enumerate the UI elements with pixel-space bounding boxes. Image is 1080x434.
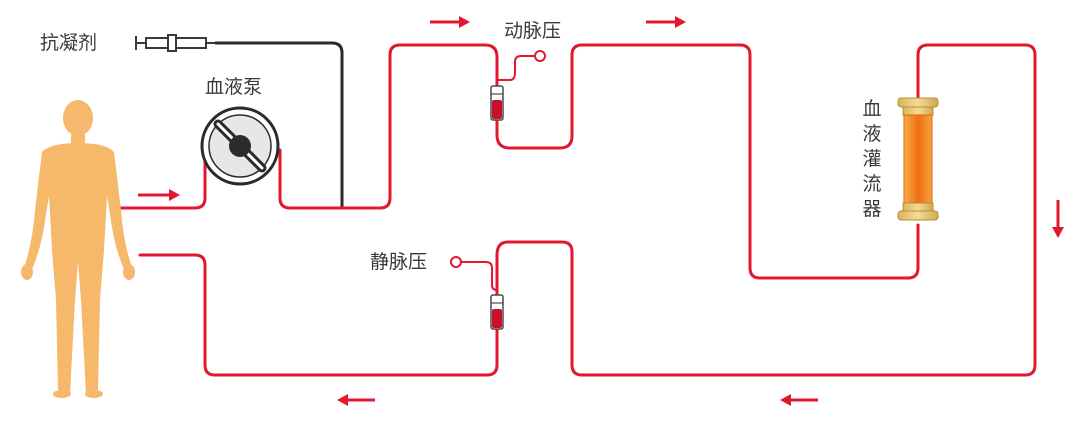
- venous-pressure-label: 静脉压: [370, 251, 428, 273]
- arrow-right-icon: [646, 16, 686, 28]
- arterial-pressure-label: 动脉压: [504, 20, 562, 42]
- arrow-down-icon: [1052, 200, 1064, 238]
- drip-chamber-icon: [490, 85, 504, 121]
- venous-pressure-sensor: [450, 256, 498, 291]
- arterial-tube: [118, 43, 920, 280]
- venous-tube: [138, 43, 1037, 377]
- syringe-icon: [135, 34, 216, 52]
- drip-chamber-icon: [490, 294, 504, 330]
- human-body-icon: [21, 100, 135, 398]
- arrow-left-icon: [337, 394, 375, 406]
- arterial-pressure-sensor: [497, 50, 546, 81]
- anticoagulant-label: 抗凝剂: [40, 32, 98, 54]
- blood-pump-icon: [200, 106, 280, 186]
- anticoagulant-line: [215, 41, 344, 208]
- perfusion-device-label: 血液灌流器: [862, 98, 882, 220]
- arrow-left-icon: [780, 394, 818, 406]
- blood-pump-label: 血液泵: [205, 76, 263, 98]
- flow-arrows: [138, 16, 1064, 406]
- arrow-right-icon: [430, 16, 470, 28]
- perfusion-cartridge-icon: [897, 97, 939, 221]
- arrow-right-icon: [138, 189, 180, 201]
